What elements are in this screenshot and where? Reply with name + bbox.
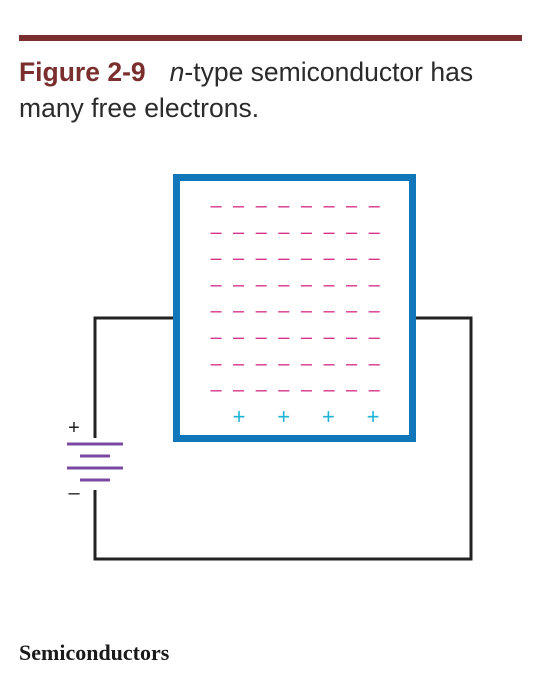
battery-minus-label: – bbox=[68, 482, 80, 504]
wire-left bbox=[93, 316, 176, 438]
electron-minus: – bbox=[256, 353, 268, 375]
electron-minus: – bbox=[278, 300, 290, 322]
electron-minus: – bbox=[301, 195, 313, 217]
electron-minus: – bbox=[256, 274, 268, 296]
electron-minus: – bbox=[210, 221, 222, 243]
electron-minus: – bbox=[256, 379, 268, 401]
electron-minus: – bbox=[369, 327, 381, 349]
electron-minus: – bbox=[346, 221, 358, 243]
electron-minus: – bbox=[323, 248, 335, 270]
electron-minus: – bbox=[278, 327, 290, 349]
electron-minus: – bbox=[369, 379, 381, 401]
electron-minus: – bbox=[210, 195, 222, 217]
electron-minus: – bbox=[369, 221, 381, 243]
ion-plus: + bbox=[233, 404, 246, 429]
electron-minus: – bbox=[323, 327, 335, 349]
circuit-wires bbox=[93, 316, 473, 561]
electron-minus: – bbox=[323, 221, 335, 243]
electron-minus: – bbox=[369, 353, 381, 375]
electron-minus: – bbox=[369, 195, 381, 217]
electron-minus: – bbox=[210, 300, 222, 322]
electron-minus: – bbox=[369, 248, 381, 270]
electron-minus: – bbox=[256, 327, 268, 349]
electron-minus: – bbox=[256, 248, 268, 270]
electron-minus: – bbox=[278, 195, 290, 217]
caption-text: -type semiconductor has many free electr… bbox=[19, 57, 474, 123]
caption-italic-word: n bbox=[169, 57, 185, 87]
electron-minus: – bbox=[301, 379, 313, 401]
electron-minus: – bbox=[233, 353, 245, 375]
electron-minus: – bbox=[301, 300, 313, 322]
electron-minus: – bbox=[323, 300, 335, 322]
figure-label: Figure 2-9 bbox=[19, 57, 146, 87]
electron-minus: – bbox=[369, 274, 381, 296]
electron-minus: – bbox=[346, 195, 358, 217]
electron-minus: – bbox=[233, 221, 245, 243]
electron-minus: – bbox=[256, 195, 268, 217]
electron-minus: – bbox=[346, 300, 358, 322]
electron-minus: – bbox=[278, 353, 290, 375]
electron-minus: – bbox=[323, 274, 335, 296]
electron-minus: – bbox=[278, 379, 290, 401]
electron-minus: – bbox=[346, 327, 358, 349]
electron-minus: – bbox=[278, 248, 290, 270]
electron-minus: – bbox=[301, 353, 313, 375]
electron-minus: – bbox=[346, 353, 358, 375]
electron-minus: – bbox=[233, 327, 245, 349]
electron-minus: – bbox=[256, 221, 268, 243]
figure-caption: Figure 2-9 n-type semiconductor has many … bbox=[19, 54, 529, 126]
electron-minus: – bbox=[369, 300, 381, 322]
top-rule bbox=[19, 35, 522, 41]
electron-minus: – bbox=[233, 195, 245, 217]
electron-minus: – bbox=[210, 327, 222, 349]
wire-bottom bbox=[93, 316, 473, 561]
electron-minus: – bbox=[233, 274, 245, 296]
electron-minus: – bbox=[233, 248, 245, 270]
electron-minus: – bbox=[301, 327, 313, 349]
electron-minus: – bbox=[301, 248, 313, 270]
electron-minus: – bbox=[323, 195, 335, 217]
electron-minus: – bbox=[346, 379, 358, 401]
electron-minus: – bbox=[301, 221, 313, 243]
electron-minus: – bbox=[233, 300, 245, 322]
free-electrons: ––––––––––––––––––––––––––––––––––––––––… bbox=[210, 195, 380, 401]
electron-minus: – bbox=[323, 379, 335, 401]
ion-plus: + bbox=[367, 404, 380, 429]
electron-minus: – bbox=[346, 248, 358, 270]
electron-minus: – bbox=[301, 274, 313, 296]
electron-minus: – bbox=[210, 248, 222, 270]
electron-minus: – bbox=[210, 274, 222, 296]
battery: + – bbox=[67, 417, 123, 504]
electron-minus: – bbox=[210, 353, 222, 375]
electron-minus: – bbox=[256, 300, 268, 322]
ion-plus: + bbox=[277, 404, 290, 429]
section-footer: Semiconductors bbox=[19, 640, 170, 665]
battery-plus-label: + bbox=[68, 417, 80, 439]
ion-plus: + bbox=[322, 404, 335, 429]
electron-minus: – bbox=[346, 274, 358, 296]
positive-ions: + + + + bbox=[233, 404, 380, 429]
semiconductor-block bbox=[173, 174, 416, 442]
electron-minus: – bbox=[233, 379, 245, 401]
electron-minus: – bbox=[278, 221, 290, 243]
electron-minus: – bbox=[323, 353, 335, 375]
electron-minus: – bbox=[210, 379, 222, 401]
electron-minus: – bbox=[278, 274, 290, 296]
